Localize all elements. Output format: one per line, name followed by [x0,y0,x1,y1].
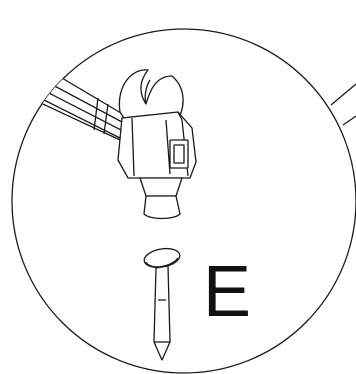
hammer-handle [12,51,127,141]
hammer-icon [12,51,197,220]
step-label: E [203,252,252,332]
hammer-face [143,195,181,220]
hammer-head [117,111,197,179]
nail-shank [153,265,171,361]
nail-icon [143,247,181,361]
callout-bubble [11,28,356,374]
hammer-neck [139,177,183,197]
